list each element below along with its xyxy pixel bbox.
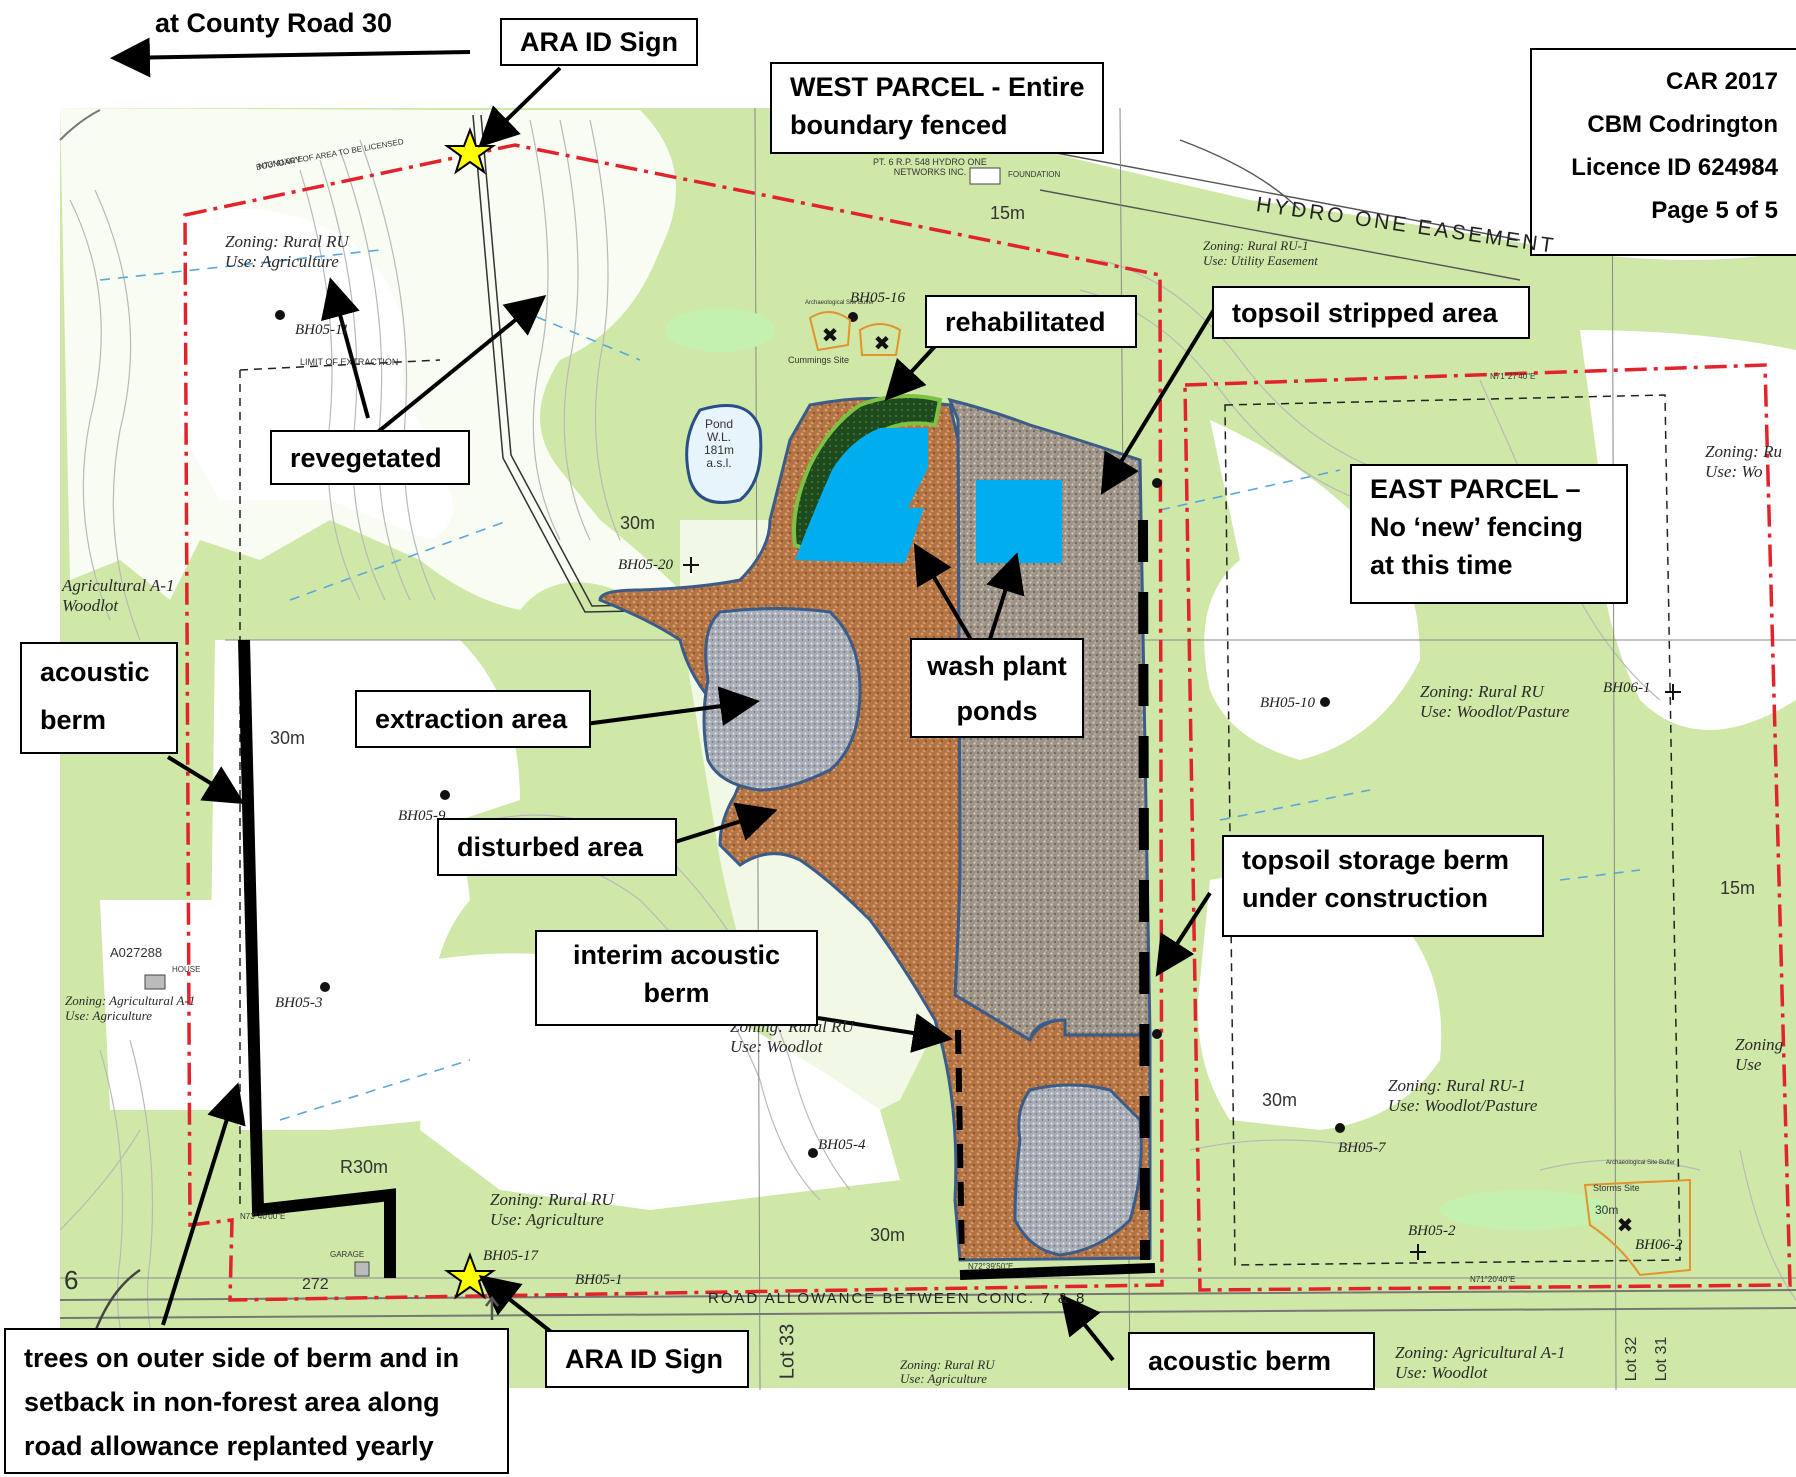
car-line-1: CAR 2017	[1665, 68, 1778, 95]
revegetated-patch	[665, 308, 775, 352]
callout-rehabilitated: rehabilitated	[925, 295, 1137, 348]
bh-label: BH06-1	[1603, 680, 1651, 696]
bearing-label: N73°40'00"E	[240, 1212, 286, 1221]
bh-label: BH05-1	[575, 1272, 623, 1288]
wash-pond-3	[976, 480, 1062, 563]
lot-id-label: A027288	[110, 945, 163, 960]
foundation-label: FOUNDATION	[1008, 170, 1061, 179]
foundation-building	[969, 167, 1001, 185]
callout-interim-acoustic-berm: interim acoustic berm	[535, 930, 818, 1026]
pond-label: Pond W.L. 181m a.s.l.	[704, 417, 735, 470]
north-arrow-icon	[485, 1295, 499, 1320]
interim-acoustic-berm	[955, 1029, 965, 1261]
car-line-3: Licence ID 624984	[1571, 154, 1778, 181]
car-info-box: CAR 2017 CBM Codrington Licence ID 62498…	[1530, 48, 1796, 256]
archaeology-site-icon: ✖ ✖ ✖	[808, 311, 1691, 1277]
lot-number-label: Lot 32	[1623, 1336, 1641, 1382]
bearing-label: N72°39'50"E	[968, 1262, 1014, 1271]
setback-label: 30m	[870, 1225, 906, 1245]
setback-label: 30m	[270, 728, 306, 748]
car-line-4: Page 5 of 5	[1651, 197, 1778, 224]
bh-label: BH05-16	[850, 290, 905, 306]
svg-text:✖: ✖	[1617, 1213, 1634, 1237]
acoustic-berm-west	[238, 639, 396, 1278]
setback-label: 15m	[990, 203, 1026, 223]
concession-number: 6	[64, 1265, 79, 1295]
lot-number-label: Lot 31	[1653, 1336, 1671, 1382]
house-number: 272	[302, 1276, 329, 1293]
setback-label: 15m	[1720, 878, 1756, 898]
callout-topsoil-storage-berm: topsoil storage berm under construction	[1222, 835, 1544, 937]
callout-extraction-area: extraction area	[355, 690, 591, 748]
bh-label: BH05-4	[818, 1137, 866, 1153]
extraction-area-south	[1013, 1083, 1143, 1257]
licence-boundary-west	[183, 143, 1164, 1302]
setback-label: 30m	[1262, 1090, 1298, 1110]
hydro-easement-lines	[1039, 139, 1521, 281]
callout-revegetated: revegetated	[270, 430, 470, 485]
storms-site-label: Storms Site	[1593, 1183, 1640, 1193]
cummings-site-label: Cummings Site	[788, 355, 850, 365]
hydro-one-parcel-label: PT. 6 R.P. 548 HYDRO ONE NETWORKS INC.	[873, 157, 987, 177]
callout-trees-note: trees on outer side of berm and in setba…	[4, 1328, 509, 1474]
bh-label: BH05-10	[1260, 695, 1315, 711]
setback-label: 30m	[1595, 1203, 1619, 1217]
pond	[685, 404, 763, 504]
revegetated-patch	[1440, 1190, 1610, 1230]
bearing-label: N71°20'40"E	[1470, 1275, 1516, 1284]
bh-label: BH05-20	[618, 557, 673, 573]
extraction-area-north	[702, 607, 862, 792]
bh-label: BH05-7	[1338, 1140, 1386, 1156]
bh-label: BH05-9	[398, 808, 446, 824]
garage-building	[354, 1261, 370, 1277]
callout-acoustic-berm-bottom: acoustic berm	[1128, 1332, 1375, 1390]
house-label: HOUSE	[172, 965, 201, 974]
car-line-2: CBM Codrington	[1587, 111, 1778, 138]
bearing-label: N71°27'40"E	[1490, 372, 1536, 381]
bh-label: BH05-3	[275, 995, 323, 1011]
callout-acoustic-berm-left: acoustic berm	[20, 642, 178, 754]
callout-west-parcel: WEST PARCEL - Entire boundary fenced	[770, 62, 1104, 154]
bh-label: BH05-11	[295, 322, 349, 338]
bh-label: BH06-2	[1635, 1237, 1683, 1253]
archaeology-buffer-label: Archaeological Site Buffer	[1606, 1160, 1675, 1166]
svg-text:✖: ✖	[874, 331, 891, 355]
limit-extraction-label: LIMIT OF EXTRACTION	[300, 357, 399, 367]
callout-ara-sign-top: ARA ID Sign	[500, 18, 698, 66]
archaeology-buffer-label: Archaeological Site Buffer	[805, 300, 874, 306]
callout-disturbed-area: disturbed area	[437, 818, 677, 876]
borehole-icon	[275, 310, 1681, 1260]
licence-boundary-east	[1183, 363, 1792, 1292]
acoustic-berm-south	[959, 1263, 1156, 1280]
callout-wash-plant-ponds: wash plant ponds	[910, 638, 1084, 738]
county-road-note: at County Road 30	[155, 8, 393, 38]
bh-label: BH05-17	[483, 1248, 538, 1264]
setback-label: R30m	[340, 1157, 389, 1177]
road-allowance-label: ROAD ALLOWANCE BETWEEN CONC. 7 & 8	[708, 1290, 1087, 1307]
wash-pond-2	[880, 508, 924, 563]
topsoil-storage-berm	[1138, 519, 1150, 1261]
callout-topsoil-stripped: topsoil stripped area	[1212, 286, 1530, 339]
setback-label: 30m	[620, 513, 656, 533]
garage-label: GARAGE	[330, 1250, 365, 1259]
bh-label: BH05-2	[1408, 1223, 1456, 1239]
limit-of-extraction	[239, 359, 1681, 1266]
house-building	[144, 974, 166, 990]
callout-east-parcel: EAST PARCEL – No ‘new’ fencing at this t…	[1350, 464, 1628, 604]
svg-text:✖: ✖	[822, 323, 839, 347]
callout-ara-sign-bottom: ARA ID Sign	[545, 1330, 749, 1388]
lot-number-label: Lot 33	[776, 1323, 799, 1380]
